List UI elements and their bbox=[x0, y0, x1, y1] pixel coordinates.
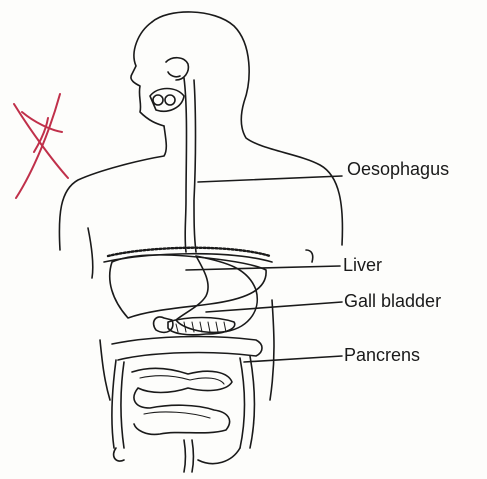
descending-colon bbox=[240, 356, 255, 448]
label-gall-bladder: Gall bladder bbox=[344, 292, 441, 310]
oral-structure-1 bbox=[153, 95, 163, 105]
rectum bbox=[184, 440, 194, 472]
diaphragm bbox=[108, 248, 270, 256]
stomach bbox=[176, 256, 257, 332]
nasal-cavity bbox=[166, 58, 188, 80]
red-x-mark-stroke-3 bbox=[22, 112, 62, 132]
label-pancreas: Pancrens bbox=[344, 346, 420, 364]
small-intestine-inner bbox=[140, 376, 224, 418]
transverse-colon bbox=[112, 337, 262, 360]
oesophagus-leader-line bbox=[198, 176, 342, 182]
ascending-colon bbox=[112, 360, 124, 448]
label-oesophagus: Oesophagus bbox=[347, 160, 449, 178]
label-liver: Liver bbox=[343, 256, 382, 274]
neck-left bbox=[59, 126, 166, 250]
torso-right-lower bbox=[270, 300, 274, 400]
pancreas-leader-line bbox=[244, 356, 342, 362]
pancreas-texture bbox=[176, 322, 226, 332]
torso-right bbox=[306, 250, 313, 262]
oral-structure-2 bbox=[165, 95, 175, 105]
gall-bladder-leader-line bbox=[206, 302, 342, 312]
torso-left bbox=[88, 228, 93, 278]
oesophagus bbox=[184, 78, 196, 252]
sigmoid-colon bbox=[198, 448, 240, 464]
tongue bbox=[150, 89, 184, 112]
body-outline bbox=[152, 12, 342, 245]
appendix bbox=[114, 448, 124, 461]
torso-waist bbox=[100, 340, 110, 400]
